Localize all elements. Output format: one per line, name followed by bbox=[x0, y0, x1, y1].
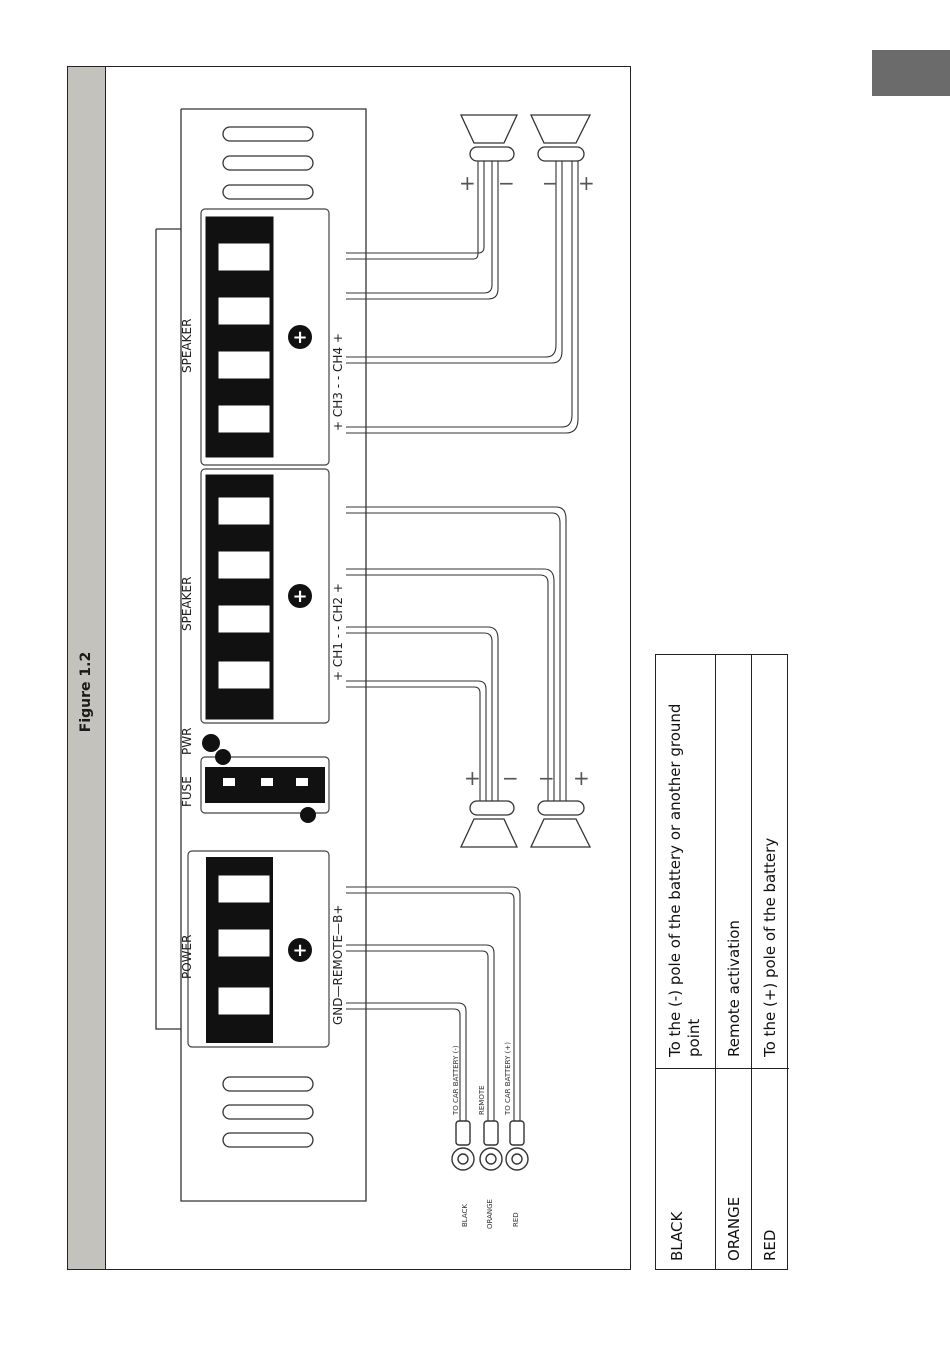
polarity-plus: + bbox=[578, 171, 595, 195]
speaker-terminal-ch1-ch2: + bbox=[201, 469, 329, 723]
speaker-label-top: SPEAKER bbox=[180, 319, 194, 373]
legend-color-red: RED bbox=[761, 1230, 780, 1261]
orange-cable-label: ORANGE bbox=[486, 1199, 494, 1229]
svg-text:+: + bbox=[292, 940, 307, 961]
speaker-top-left bbox=[461, 115, 517, 161]
polarity-minus: − bbox=[498, 171, 515, 195]
remote-cable-label: REMOTE bbox=[478, 1085, 486, 1115]
gnd-cable-label: TO CAR BATTERY (-) bbox=[452, 1045, 460, 1116]
speaker-label-bottom: SPEAKER bbox=[180, 577, 194, 631]
polarity-plus: + bbox=[573, 766, 590, 790]
pwr-label: PWR bbox=[180, 728, 194, 755]
terminal-label-ch3-ch4: + CH3 - - CH4 + bbox=[331, 333, 345, 431]
polarity-minus: − bbox=[542, 171, 559, 195]
ring-terminals bbox=[452, 1121, 528, 1170]
bplus-cable-label: TO CAR BATTERY (+) bbox=[504, 1042, 512, 1116]
terminal-label-ch1-ch2: + CH1 - - CH2 + bbox=[331, 583, 345, 681]
polarity-minus: − bbox=[502, 766, 519, 790]
terminal-label-power: GND—REMOTE—B+ bbox=[331, 905, 345, 1025]
polarity-plus: + bbox=[464, 766, 481, 790]
figure-frame: Figure 1.2 bbox=[67, 66, 631, 1270]
polarity-minus: − bbox=[538, 766, 555, 790]
speaker-terminal-ch3-ch4: + bbox=[201, 209, 329, 465]
svg-text:+: + bbox=[292, 586, 307, 607]
vent-slots-bottom bbox=[223, 1077, 313, 1147]
speaker-wires-ch3-ch4 bbox=[346, 161, 578, 433]
section-tab bbox=[872, 50, 950, 96]
legend-description-black: To the (-) pole of the battery or anothe… bbox=[666, 677, 704, 1057]
speaker-top-right bbox=[531, 115, 590, 161]
legend-color-black: BLACK bbox=[668, 1212, 687, 1261]
power-label: POWER bbox=[180, 935, 194, 979]
vent-slots-top bbox=[223, 127, 313, 199]
speaker-bottom-left bbox=[461, 801, 517, 847]
black-cable-label: BLACK bbox=[461, 1204, 469, 1227]
legend-row-red: RED To the (+) pole of the battery bbox=[752, 655, 789, 1269]
speaker-wires-ch1-ch2 bbox=[346, 507, 566, 801]
wire-color-legend-table: BLACK To the (-) pole of the battery or … bbox=[655, 654, 788, 1270]
legend-row-black: BLACK To the (-) pole of the battery or … bbox=[656, 655, 716, 1269]
legend-row-orange: ORANGE Remote activation bbox=[716, 655, 752, 1269]
fuse-block bbox=[201, 734, 329, 823]
red-cable-label: RED bbox=[512, 1212, 520, 1227]
power-terminal-block: + bbox=[188, 851, 329, 1047]
legend-description-red: To the (+) pole of the battery bbox=[761, 838, 780, 1057]
amplifier-wiring-diagram: + + bbox=[68, 67, 630, 1269]
legend-color-orange: ORANGE bbox=[725, 1197, 744, 1261]
speaker-bottom-right bbox=[531, 801, 590, 847]
polarity-plus: + bbox=[459, 171, 476, 195]
legend-description-orange: Remote activation bbox=[725, 920, 744, 1057]
power-wires bbox=[346, 887, 520, 1121]
fuse-label: FUSE bbox=[180, 776, 194, 807]
svg-text:+: + bbox=[292, 327, 307, 348]
